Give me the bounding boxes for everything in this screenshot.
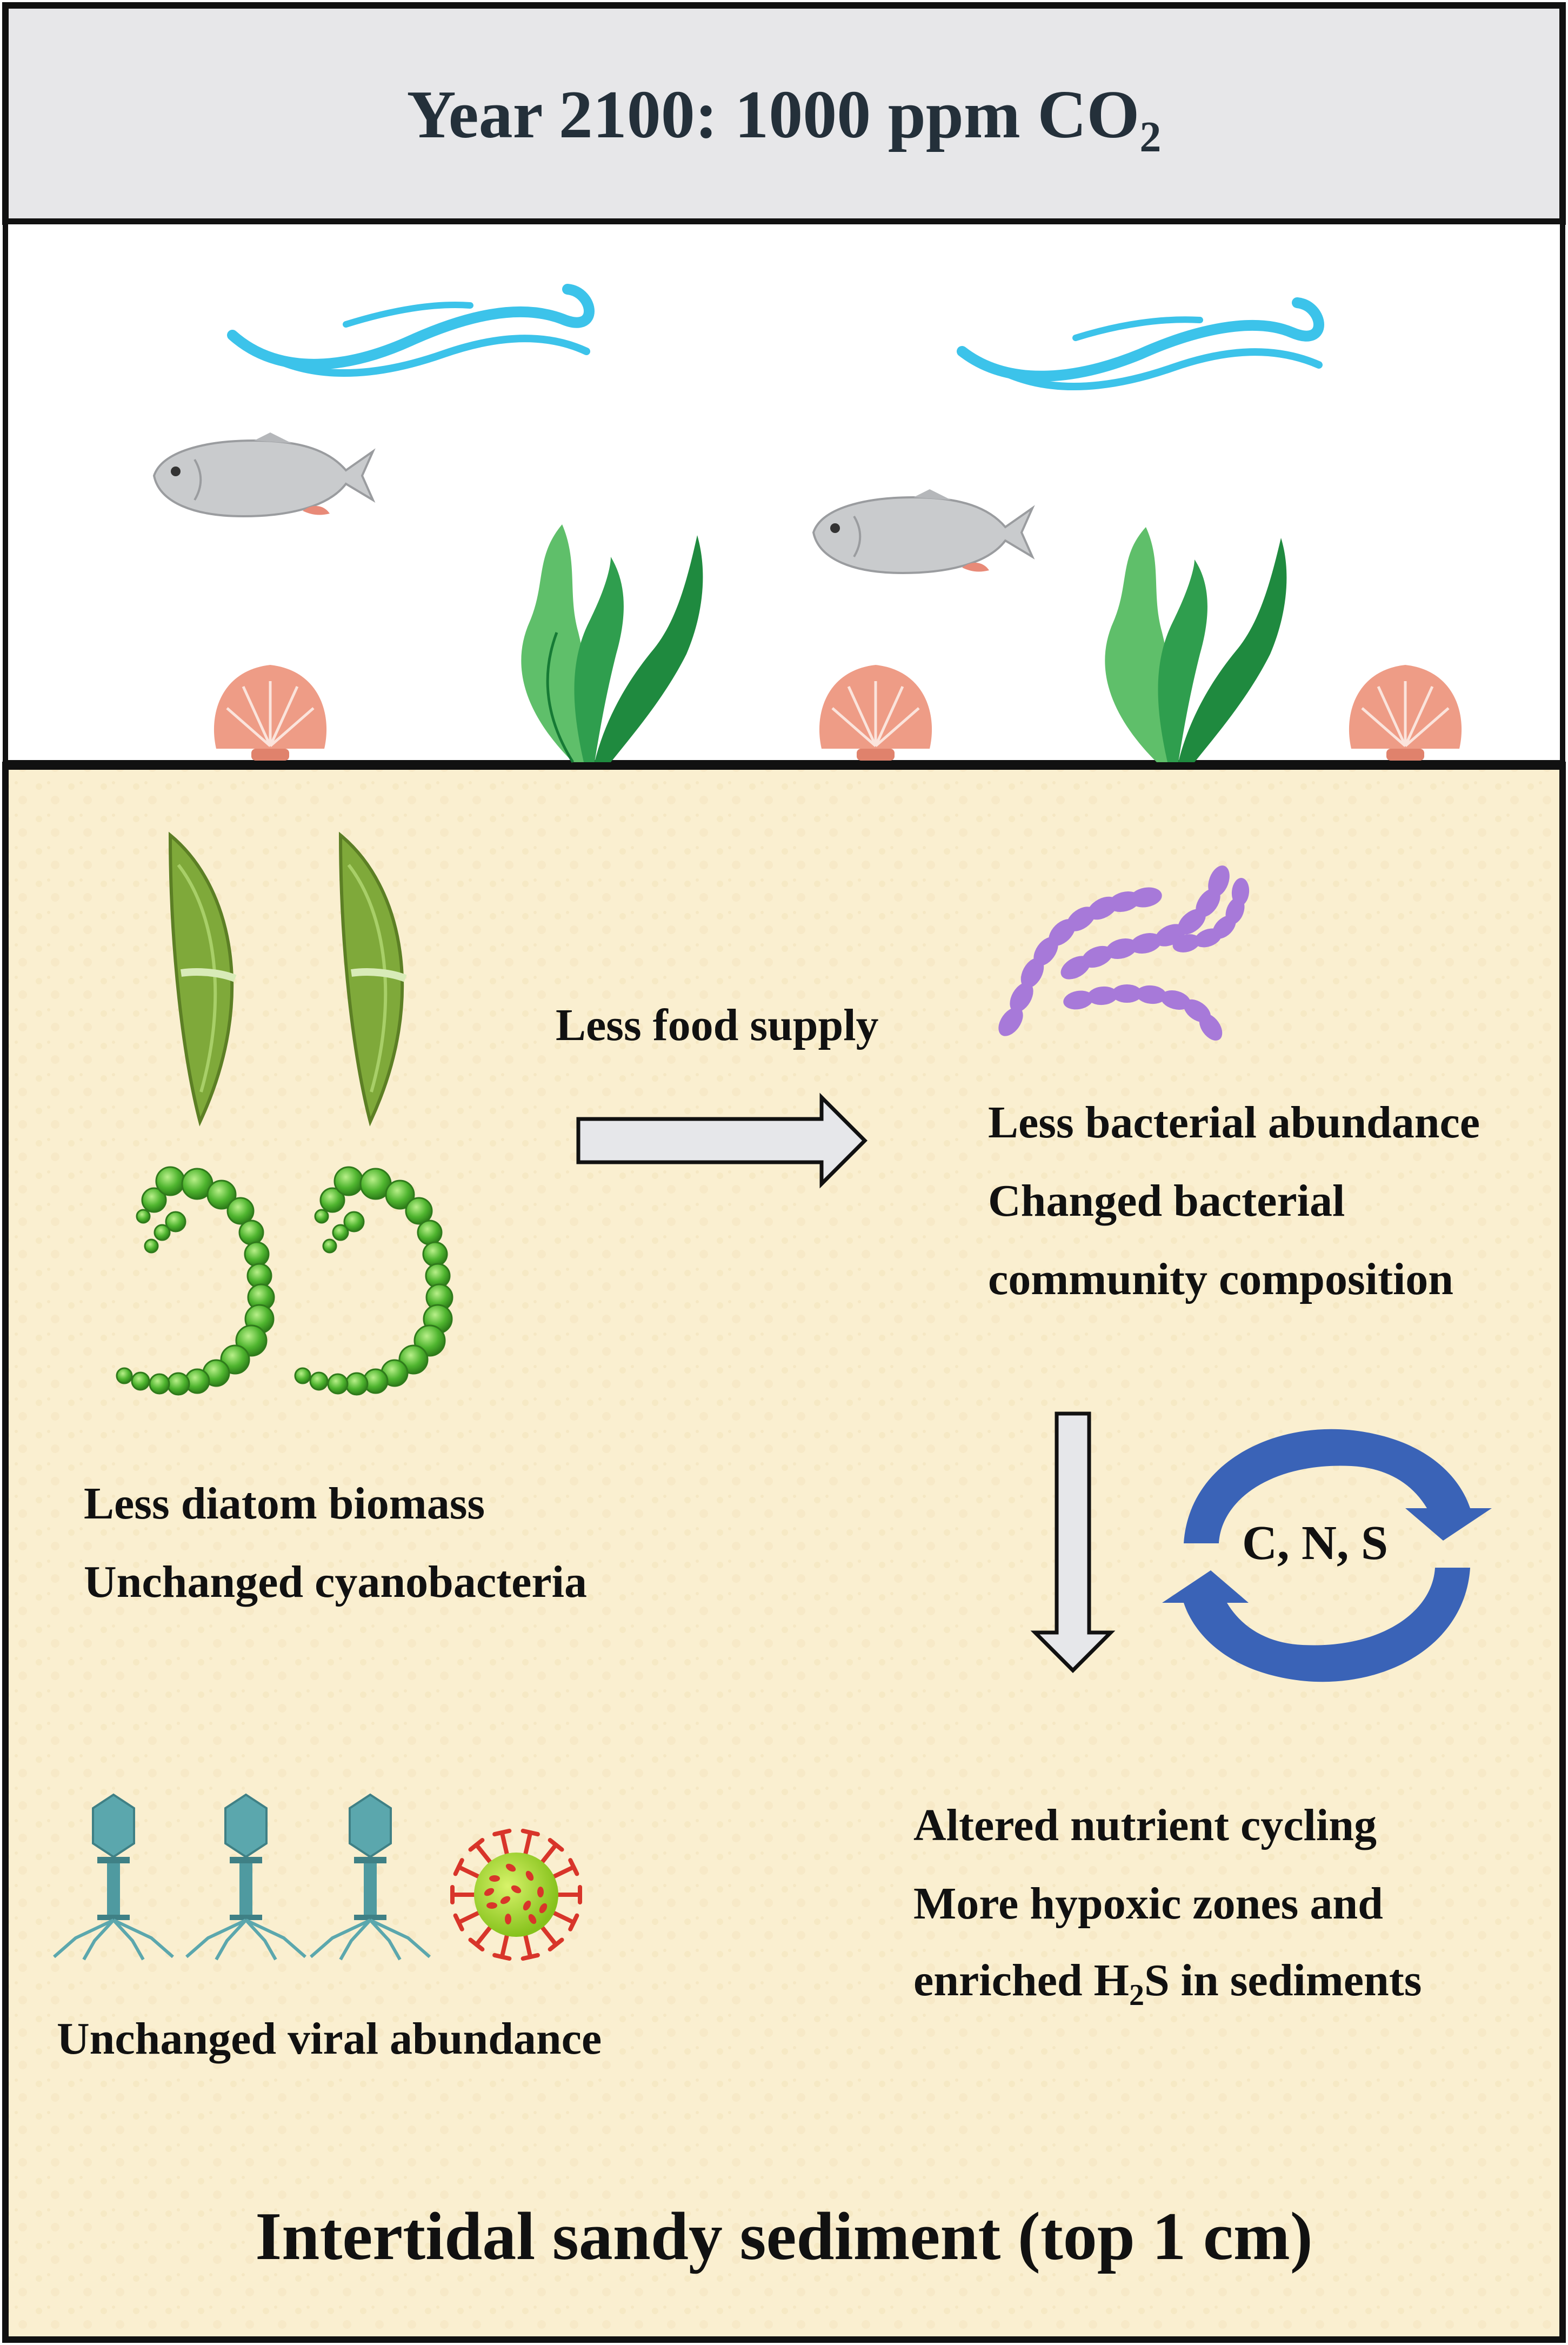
nutrient-line-3: enriched H2S in sediments xyxy=(913,1958,1422,2010)
title-subscript: 2 xyxy=(1139,114,1162,162)
header-band xyxy=(2,2,1566,225)
nutrient-line-1: Altered nutrient cycling xyxy=(913,1800,1377,1850)
nutrient-line-3-pre: enriched H xyxy=(913,1955,1129,2006)
seaweed-icon xyxy=(1105,527,1287,762)
cycle-label: C, N, S xyxy=(1242,1516,1389,1570)
food-arrow-label: Less food supply xyxy=(556,1000,879,1050)
footer-caption: Intertidal sandy sediment (top 1 cm) xyxy=(255,2199,1313,2274)
cyanobacteria-icon xyxy=(116,1166,453,1396)
bacteria-icon xyxy=(998,865,1250,1041)
wave-icon xyxy=(957,297,1324,391)
nutrient-line-3-post: S in sediments xyxy=(1144,1955,1422,2006)
phage-icon xyxy=(53,1793,431,1961)
diatom-icon xyxy=(168,831,237,1127)
down-arrow-icon xyxy=(1030,1411,1116,1673)
nutrient-line-3-sub: 2 xyxy=(1129,1978,1144,2012)
sediment-panel xyxy=(2,760,1566,2343)
shell-icon xyxy=(213,665,327,761)
fish-icon xyxy=(812,489,1035,575)
fish-icon xyxy=(152,432,376,518)
wave-icon xyxy=(227,284,595,377)
right-arrow-icon xyxy=(576,1092,868,1189)
diatom-line-1: Less diatom biomass xyxy=(84,1478,485,1529)
diatom-line-2: Unchanged cyanobacteria xyxy=(84,1557,587,1607)
virus-icon xyxy=(450,1828,582,1961)
page-title: Year 2100: 1000 ppm CO2 xyxy=(0,81,1568,159)
shell-icon xyxy=(819,665,932,761)
bacteria-line-2: Changed bacterial xyxy=(988,1176,1345,1226)
nutrient-line-2: More hypoxic zones and xyxy=(913,1878,1383,1929)
diatom-icon xyxy=(338,831,407,1127)
title-text: Year 2100: 1000 ppm CO xyxy=(406,77,1140,152)
viruses-label: Unchanged viral abundance xyxy=(57,2014,602,2064)
seaweed-icon xyxy=(521,524,703,763)
bacteria-line-1: Less bacterial abundance xyxy=(988,1097,1480,1148)
cycle-arrows-icon xyxy=(1162,1429,1492,1682)
bacteria-line-3: community composition xyxy=(988,1254,1453,1304)
shell-icon xyxy=(1349,665,1462,761)
